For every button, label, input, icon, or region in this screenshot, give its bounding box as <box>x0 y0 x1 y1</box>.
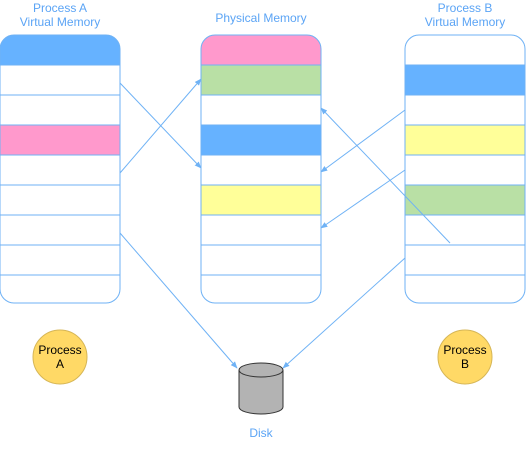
process-a-title-line2: Virtual Memory <box>19 15 101 29</box>
process-b-page-5 <box>405 155 525 185</box>
process-b-page-4 <box>405 125 525 155</box>
process-b-page-3 <box>405 95 525 125</box>
arrow-a-to-disk <box>119 232 238 369</box>
process-a-page-8 <box>0 245 120 275</box>
process-b-circle-line1: Process <box>443 343 487 357</box>
physical-frame-5 <box>201 155 321 185</box>
process-a-page-6 <box>0 185 120 215</box>
physical-frame-6 <box>201 185 321 215</box>
process-b-circle <box>437 329 493 385</box>
physical-frame-3 <box>201 95 321 125</box>
process-a-page-4 <box>0 125 120 155</box>
process-b-page-7 <box>405 215 525 245</box>
process-b-circle-label: Process B <box>435 343 495 371</box>
process-a-circle-line1: Process <box>38 343 82 357</box>
process-b-page-1 <box>405 35 525 65</box>
process-a-memory-frame <box>0 34 121 304</box>
process-a-virtual-memory <box>0 34 121 304</box>
process-b-page-2 <box>405 65 525 95</box>
process-b-virtual-memory <box>404 34 526 304</box>
disk-icon <box>238 362 284 415</box>
physical-frame-8 <box>201 245 321 275</box>
process-a-title-line1: Process A <box>32 1 88 15</box>
mapping-arrows <box>119 78 451 369</box>
process-b-page-6 <box>405 185 525 215</box>
process-a-page-2 <box>0 65 120 95</box>
process-b-title: Process B Virtual Memory <box>405 1 525 29</box>
process-b-title-line2: Virtual Memory <box>424 15 506 29</box>
arrow-b-yellow-to-physical-yellow <box>320 169 406 229</box>
physical-memory-title: Physical Memory <box>215 11 307 25</box>
process-b-title-line1: Process B <box>437 1 493 15</box>
process-a-page-7 <box>0 215 120 245</box>
arrow-a-pink-to-physical-pink <box>119 78 202 174</box>
physical-frame-7 <box>201 215 321 245</box>
process-a-page-1 <box>0 35 120 65</box>
process-a-circle-line2: A <box>55 357 64 371</box>
arrow-b-green-to-physical-green <box>320 107 451 244</box>
arrow-b-to-disk <box>282 257 406 369</box>
process-a-page-3 <box>0 95 120 125</box>
process-a-title: Process A Virtual Memory <box>0 1 120 29</box>
process-b-page-8 <box>405 245 525 275</box>
process-a-circle <box>32 329 88 385</box>
process-a-page-5 <box>0 155 120 185</box>
physical-frame-1 <box>201 35 321 65</box>
physical-frame-2 <box>201 65 321 95</box>
process-b-circle-line2: B <box>460 357 469 371</box>
process-b-memory-frame <box>404 34 526 304</box>
disk-label: Disk <box>249 426 273 440</box>
physical-frame-4 <box>201 125 321 155</box>
arrow-b-blue-to-physical-blue <box>320 109 406 173</box>
physical-memory <box>200 34 322 304</box>
process-a-circle-label: Process A <box>30 343 90 371</box>
